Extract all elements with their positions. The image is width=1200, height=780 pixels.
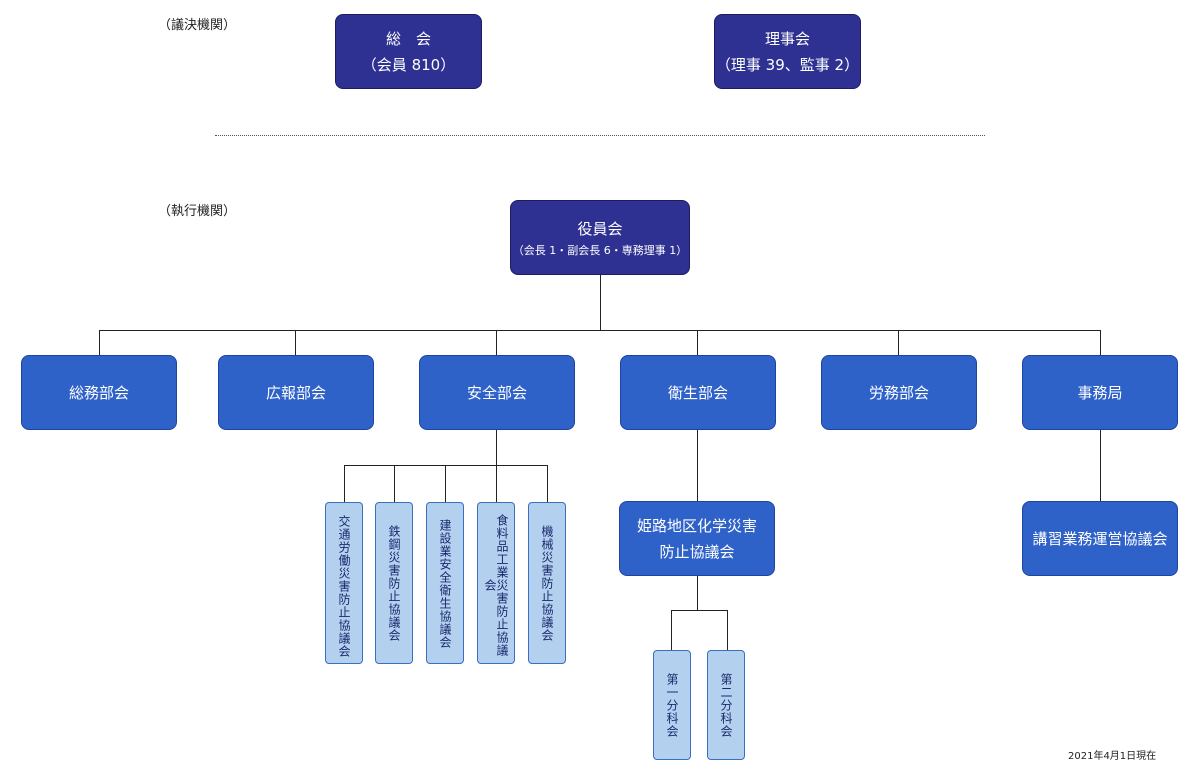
connector xyxy=(344,465,345,502)
connector xyxy=(727,610,728,650)
connector xyxy=(1100,430,1101,501)
connector xyxy=(295,330,296,355)
dept-labor: 労務部会 xyxy=(821,355,977,430)
dept-secretariat: 事務局 xyxy=(1022,355,1178,430)
connector xyxy=(697,330,698,355)
dept-label: 総務部会 xyxy=(68,384,129,402)
hygiene-chemical-council: 姫路地区化学災害 防止協議会 xyxy=(619,501,775,576)
dept-label: 労務部会 xyxy=(868,384,929,402)
general-assembly-box: 総 会 （会員 810） xyxy=(335,14,482,89)
board-box: 理事会 （理事 39、監事 2） xyxy=(714,14,861,89)
training-council-label: 講習業務運営協議会 xyxy=(1032,530,1168,548)
connector xyxy=(496,330,497,355)
general-assembly-members: （会員 810） xyxy=(361,55,456,74)
connector xyxy=(445,465,446,502)
council-label: 食料品工業災害防止協議会 xyxy=(483,514,509,657)
section-divider xyxy=(215,135,985,136)
connector xyxy=(898,330,899,355)
executive-label: （執行機関） xyxy=(158,204,237,219)
council-food: 食料品工業災害防止協議会 xyxy=(477,502,515,664)
officers-detail: （会長 1・副会長 6・専務理事 1） xyxy=(512,243,688,257)
board-title: 理事会 xyxy=(764,29,810,48)
connector xyxy=(671,610,727,611)
board-members: （理事 39、監事 2） xyxy=(715,55,860,74)
dept-label: 衛生部会 xyxy=(667,384,728,402)
connector xyxy=(547,465,548,502)
subcommittee-second: 第二分科会 xyxy=(707,650,745,760)
dept-label: 広報部会 xyxy=(265,384,326,402)
council-label: 交通労働災害防止協議会 xyxy=(337,515,351,658)
dept-hygiene: 衛生部会 xyxy=(620,355,776,430)
connector xyxy=(697,430,698,501)
council-label: 機械災害防止協議会 xyxy=(540,525,554,642)
council-traffic: 交通労働災害防止協議会 xyxy=(325,502,363,664)
subcommittee-label: 第一分科会 xyxy=(665,672,679,738)
officers-box: 役員会 （会長 1・副会長 6・専務理事 1） xyxy=(510,200,690,275)
council-label: 建設業安全衛生協議会 xyxy=(438,519,452,649)
subcommittee-label: 第二分科会 xyxy=(719,672,733,738)
dept-label: 安全部会 xyxy=(466,384,527,402)
connector xyxy=(496,465,497,502)
council-steel: 鉄鋼災害防止協議会 xyxy=(375,502,413,664)
council-machinery: 機械災害防止協議会 xyxy=(528,502,566,664)
officers-title: 役員会 xyxy=(577,219,623,238)
connector xyxy=(394,465,395,502)
hygiene-council-line2: 防止協議会 xyxy=(659,542,735,561)
connector xyxy=(344,465,548,466)
dept-label: 事務局 xyxy=(1077,384,1123,402)
dept-general-affairs: 総務部会 xyxy=(21,355,177,430)
dept-safety: 安全部会 xyxy=(419,355,575,430)
council-construction: 建設業安全衛生協議会 xyxy=(426,502,464,664)
council-label: 鉄鋼災害防止協議会 xyxy=(387,525,401,642)
connector xyxy=(1100,330,1101,355)
connector xyxy=(496,430,497,465)
hygiene-council-line1: 姫路地区化学災害 xyxy=(636,516,757,535)
date-label: 2021年4月1日現在 xyxy=(1068,751,1157,762)
connector xyxy=(600,275,601,330)
connector xyxy=(99,330,1101,331)
dept-public-relations: 広報部会 xyxy=(218,355,374,430)
legislative-label: （議決機関） xyxy=(158,18,237,33)
connector xyxy=(99,330,100,355)
connector xyxy=(671,610,672,650)
general-assembly-title: 総 会 xyxy=(385,29,431,48)
subcommittee-first: 第一分科会 xyxy=(653,650,691,760)
connector xyxy=(697,576,698,610)
training-operations-council: 講習業務運営協議会 xyxy=(1022,501,1178,576)
